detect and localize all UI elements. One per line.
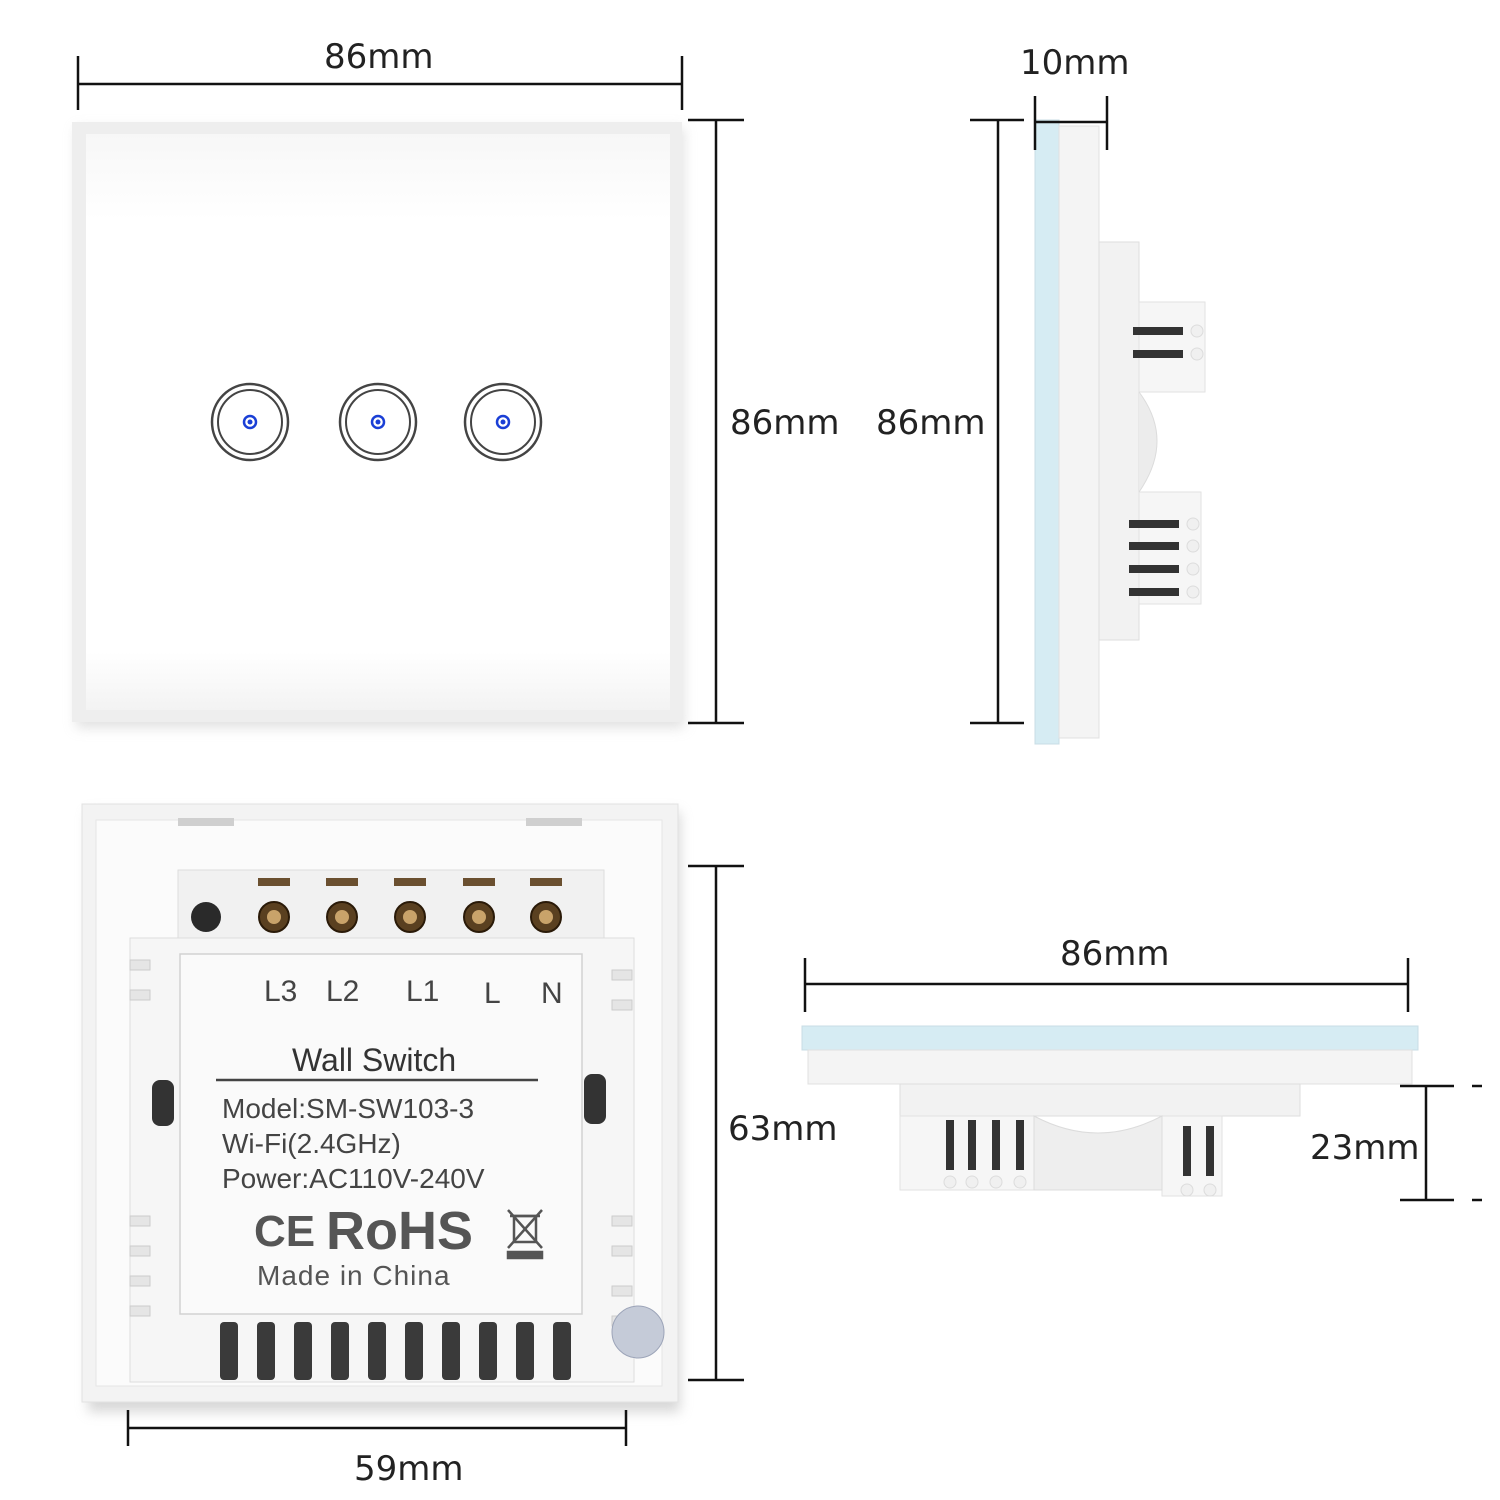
dim-line-bottom-width [803, 958, 1410, 1012]
terminal-label-l2: L2 [326, 975, 360, 1008]
rohs-mark: RoHS [326, 1201, 473, 1261]
terminal-label-l: L [484, 977, 501, 1010]
terminal-label-l1: L1 [406, 975, 440, 1008]
dim-line-back-width [126, 1410, 628, 1446]
touch-button-icon [338, 382, 418, 462]
label-origin: Made in China [257, 1260, 451, 1291]
bottom-view [801, 1025, 1419, 1197]
terminal-label-n: N [541, 977, 563, 1010]
dim-line-back-height [688, 864, 744, 1382]
dim-bottom-depth: 23mm [1310, 1128, 1420, 1168]
label-title: Wall Switch [292, 1042, 457, 1078]
touch-button-icon [463, 382, 543, 462]
label-model: Model:SM-SW103-3 [222, 1093, 475, 1124]
dim-line-front-height [688, 118, 744, 725]
dim-line-bottom-depth [1400, 1084, 1482, 1202]
terminal-label-l3: L3 [264, 975, 298, 1008]
weee-bin-icon [506, 1209, 544, 1260]
vent-slots [220, 1322, 571, 1380]
label-wifi: Wi-Fi(2.4GHz) [222, 1128, 401, 1159]
dim-back-width: 59mm [354, 1449, 464, 1489]
dim-front-height: 86mm [730, 403, 840, 443]
dim-line-side-height [970, 118, 1024, 725]
dim-bottom-width: 86mm [1060, 934, 1170, 974]
label-power: Power:AC110V-240V [222, 1163, 485, 1194]
dim-line-side-depth [1033, 96, 1109, 150]
dim-back-height: 63mm [728, 1109, 838, 1149]
side-view [1034, 119, 1206, 745]
front-panel [72, 122, 684, 728]
back-view [81, 803, 680, 1412]
dim-side-height: 86mm [876, 403, 986, 443]
dim-front-width: 86mm [324, 37, 434, 77]
dim-side-depth: 10mm [1020, 43, 1130, 83]
terminal-screws [191, 878, 562, 933]
touch-button-icon [210, 382, 290, 462]
ce-mark: CE [254, 1207, 316, 1256]
dim-line-front-width [76, 56, 684, 110]
